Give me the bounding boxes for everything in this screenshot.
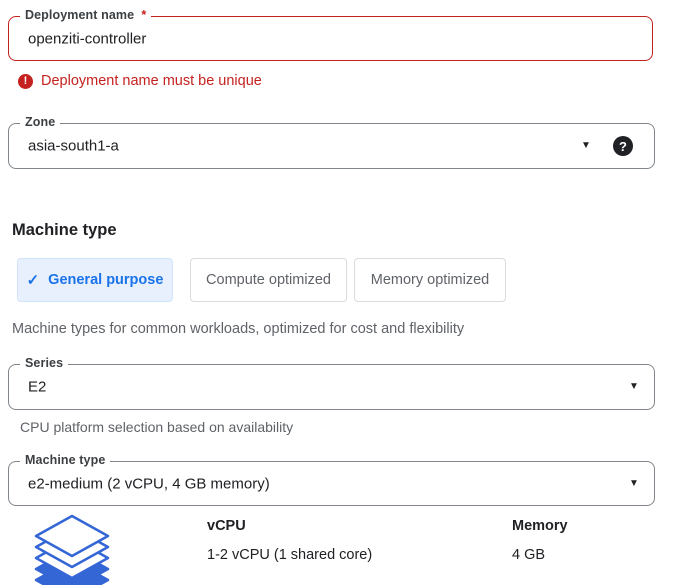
machine-type-select[interactable]: Machine type e2-medium (2 vCPU, 4 GB mem… bbox=[8, 453, 655, 506]
spec-header-vcpu: vCPU bbox=[207, 518, 246, 534]
series-select[interactable]: Series E2 ▼ bbox=[8, 356, 655, 410]
spec-value-memory: 4 GB bbox=[512, 547, 546, 563]
layers-stack-icon bbox=[33, 514, 111, 585]
tab-label: Compute optimized bbox=[206, 272, 331, 288]
series-dropdown-arrow-icon[interactable]: ▼ bbox=[629, 381, 639, 392]
deployment-name-label-text: Deployment name bbox=[25, 8, 135, 22]
machine-type-description: Machine types for common workloads, opti… bbox=[12, 321, 465, 337]
series-helper-text: CPU platform selection based on availabi… bbox=[20, 419, 294, 435]
check-icon: ✓ bbox=[26, 272, 40, 289]
zone-select[interactable]: Zone asia-south1-a ▼ ? bbox=[8, 115, 655, 169]
spec-value-vcpu: 1-2 vCPU (1 shared core) bbox=[207, 547, 373, 563]
deployment-name-label: Deployment name * bbox=[20, 8, 152, 22]
tab-memory-optimized[interactable]: Memory optimized bbox=[354, 258, 506, 302]
machine-type-field-label: Machine type bbox=[20, 453, 111, 467]
tab-label: General purpose bbox=[48, 272, 164, 288]
zone-dropdown-arrow-icon[interactable]: ▼ bbox=[581, 140, 591, 151]
deployment-name-error: ! Deployment name must be unique bbox=[18, 73, 262, 89]
zone-help-icon[interactable]: ? bbox=[613, 136, 633, 156]
zone-value: asia-south1-a bbox=[28, 137, 119, 155]
machine-type-dropdown-arrow-icon[interactable]: ▼ bbox=[629, 477, 639, 489]
deployment-name-field[interactable]: Deployment name * bbox=[8, 8, 653, 61]
machine-type-value: e2-medium (2 vCPU, 4 GB memory) bbox=[28, 475, 270, 492]
spec-header-memory: Memory bbox=[512, 518, 568, 534]
series-label: Series bbox=[20, 356, 69, 370]
error-message-text: Deployment name must be unique bbox=[41, 73, 262, 89]
tab-general-purpose[interactable]: ✓ General purpose bbox=[17, 258, 173, 302]
tab-label: Memory optimized bbox=[370, 272, 490, 288]
series-value: E2 bbox=[28, 378, 47, 396]
machine-type-heading: Machine type bbox=[12, 221, 117, 239]
tab-compute-optimized[interactable]: Compute optimized bbox=[190, 258, 347, 302]
error-icon: ! bbox=[18, 73, 33, 89]
zone-label: Zone bbox=[20, 115, 61, 129]
deployment-name-input[interactable] bbox=[28, 30, 543, 47]
required-asterisk: * bbox=[141, 8, 147, 22]
